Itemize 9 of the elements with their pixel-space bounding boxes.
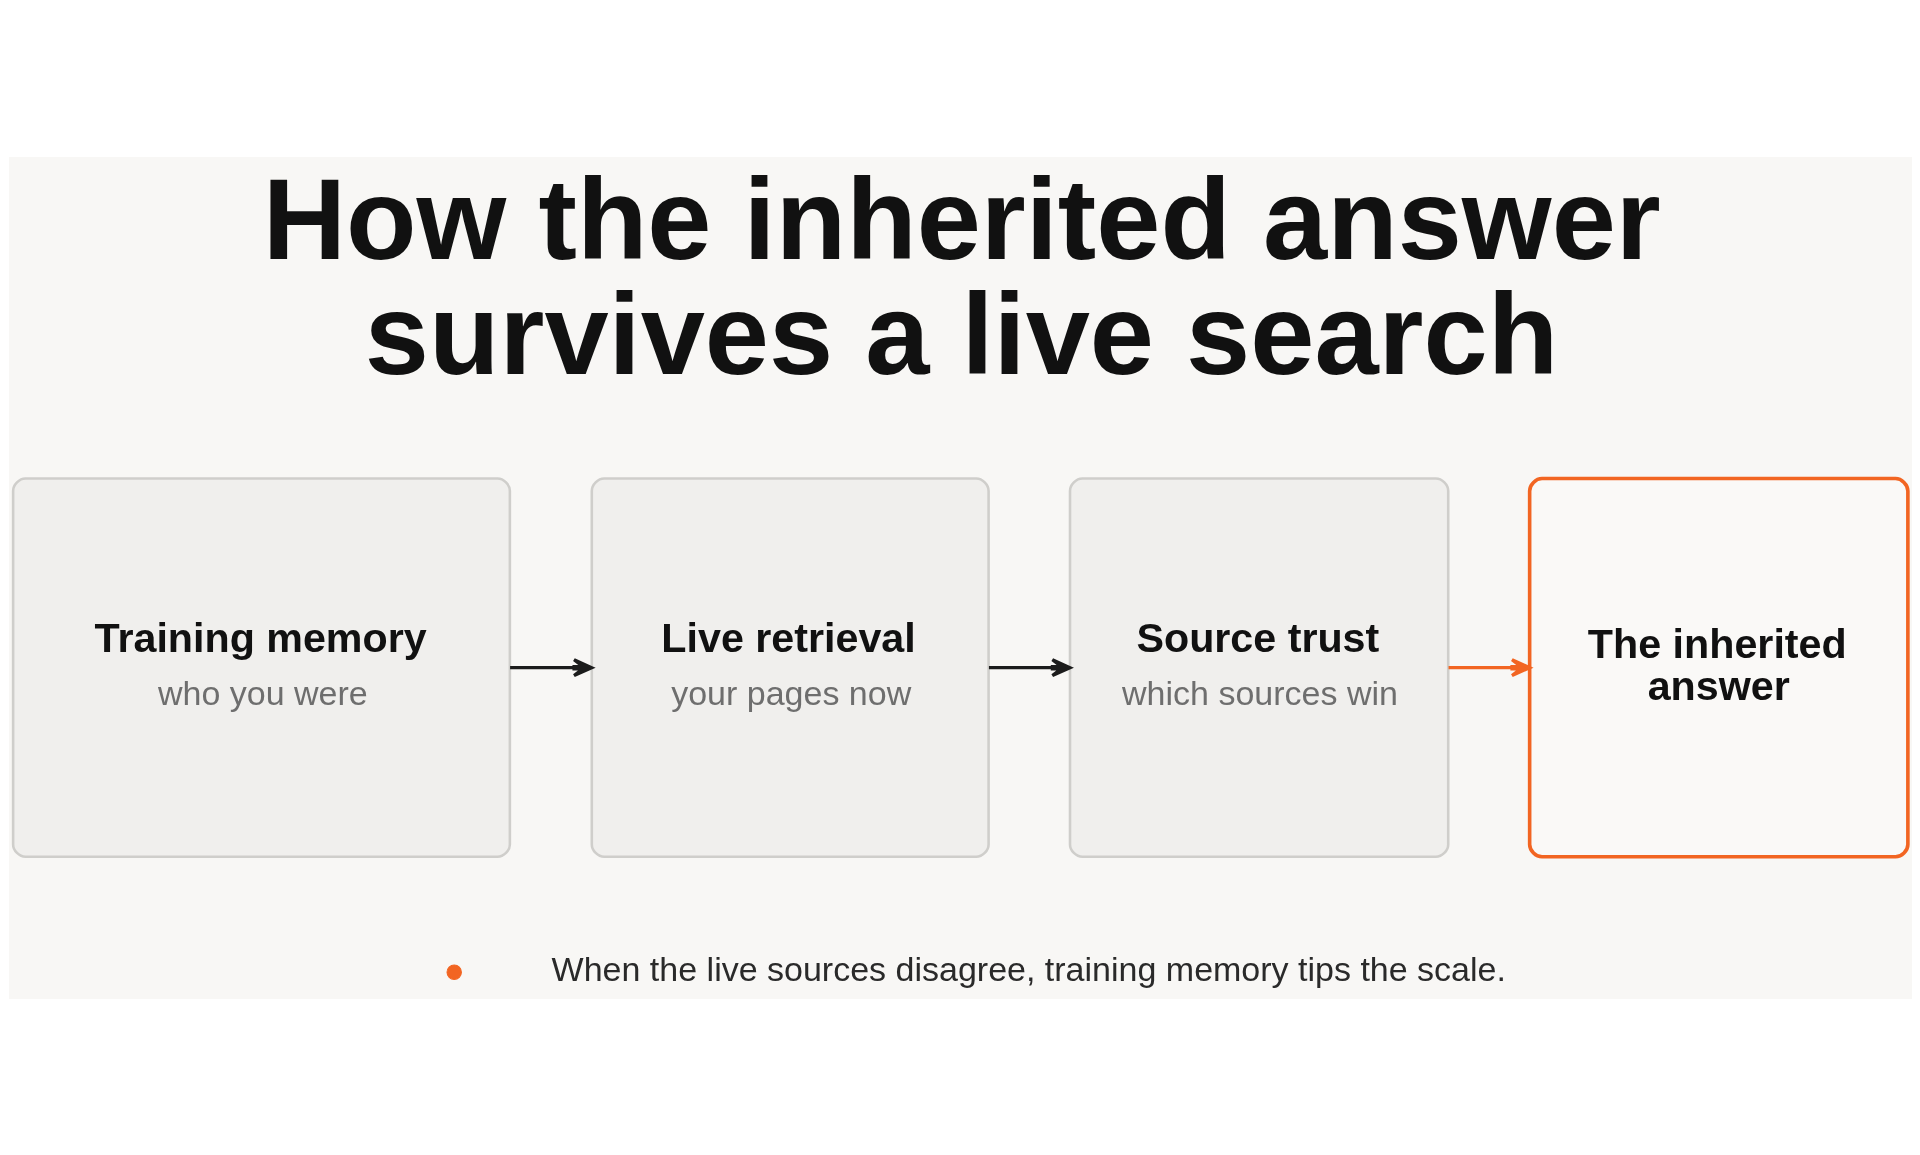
label: When the live sources disagree, training memory tips the scale.	[551, 949, 1506, 988]
diagram-title: How the inherited answer survives a live search	[262, 154, 1661, 398]
arrow	[1448, 657, 1531, 677]
node-box: Live retrieval your pages now	[590, 476, 990, 858]
node-box: Source trust which sources win	[1068, 476, 1449, 858]
arrow	[988, 657, 1072, 677]
node-box: Training memory who you were	[11, 476, 511, 858]
arrow	[509, 657, 593, 677]
node-box: The inherited answer	[1527, 476, 1910, 859]
